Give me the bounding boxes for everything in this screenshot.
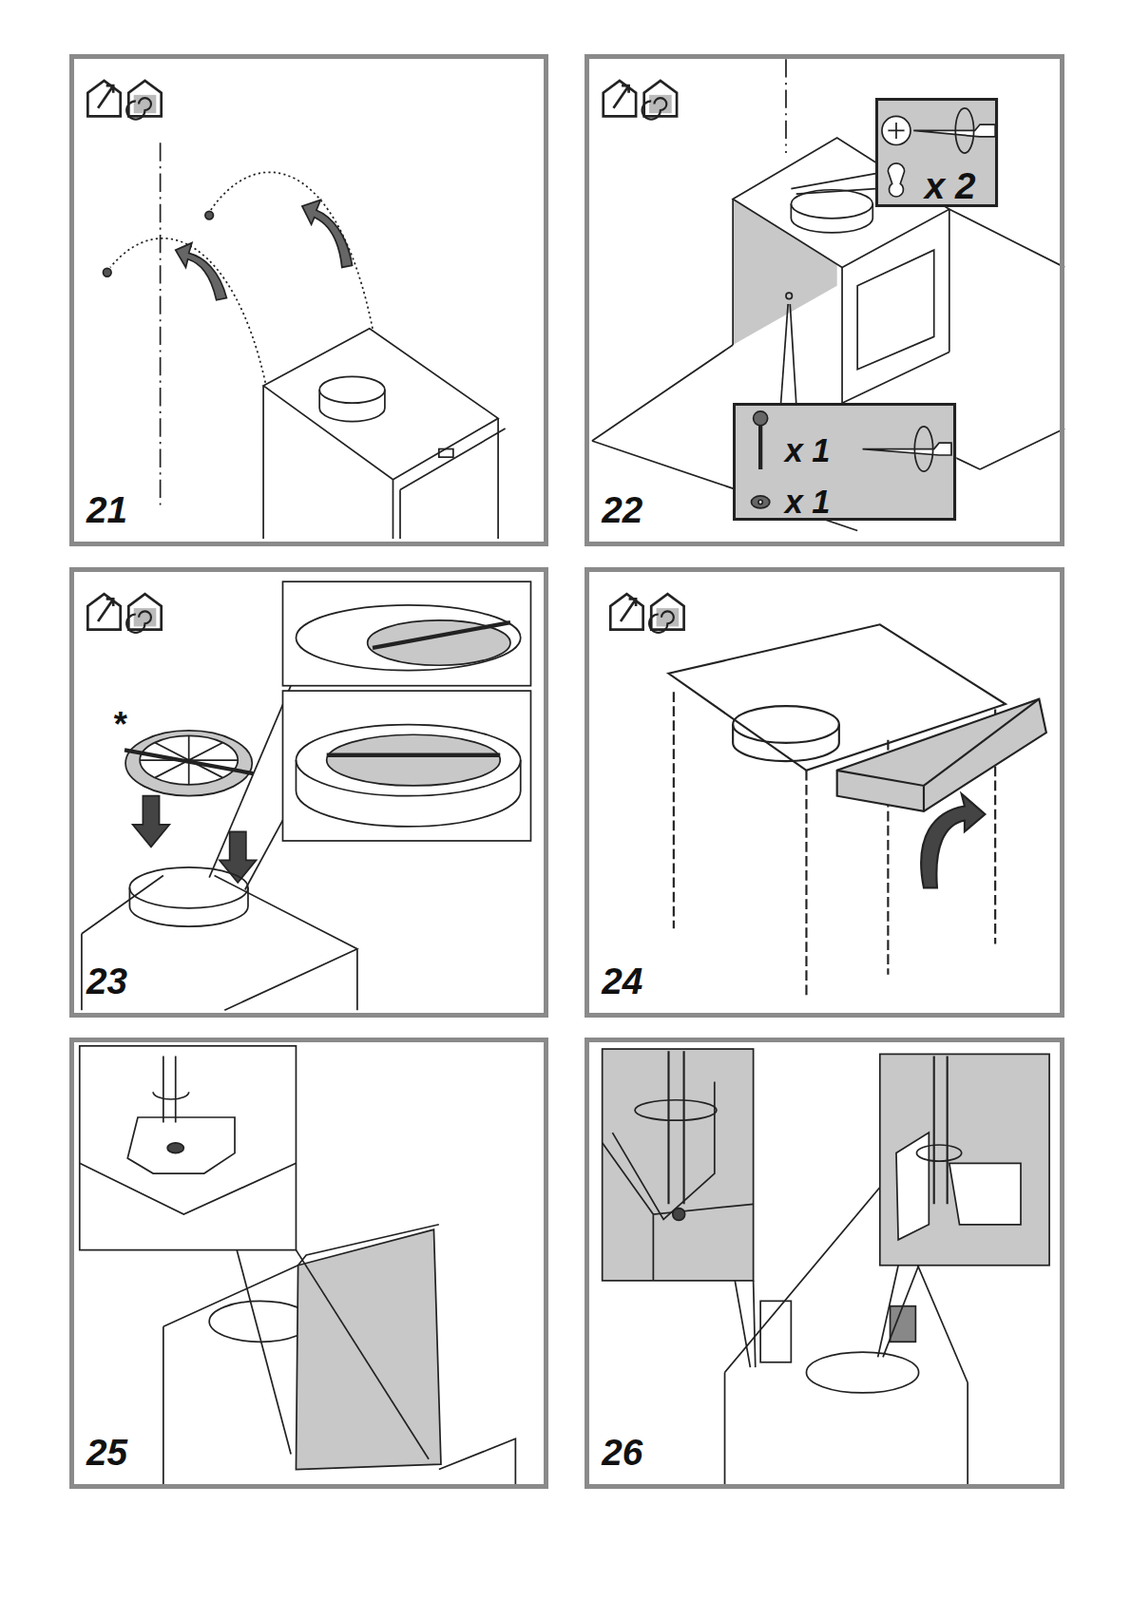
step-number: 23 [86,963,128,1001]
step-panel: 22 x 2 x 1 x 1 [584,54,1065,547]
step-panel: 23 [69,567,549,1018]
step-panel: 21 [69,54,549,547]
quantity-text: x 1 [785,434,831,467]
panel-icons [87,80,684,633]
step-number: 25 [86,1435,128,1473]
detail-inset: x 2 [875,97,998,208]
panel-21-art [102,142,505,539]
step-number: 22 [601,492,643,530]
quantity-text: x 2 [924,168,977,206]
panel-23-art [81,581,532,1011]
panel-22-art [592,58,1065,531]
panel-25-art [79,1046,517,1486]
step-number: 26 [601,1435,643,1473]
panel-26-art [602,1049,1050,1486]
step-panel: 26 [584,1037,1065,1490]
step-number: 21 [86,492,128,530]
step-panel: 25 [69,1037,549,1490]
step-number: 24 [601,963,643,1001]
panel-24-art [668,624,1046,996]
step-panel: 24 [584,567,1065,1018]
detail-inset: x 1 x 1 [732,402,957,521]
footnote-mark: * [112,708,126,744]
quantity-text: x 1 [785,485,831,518]
